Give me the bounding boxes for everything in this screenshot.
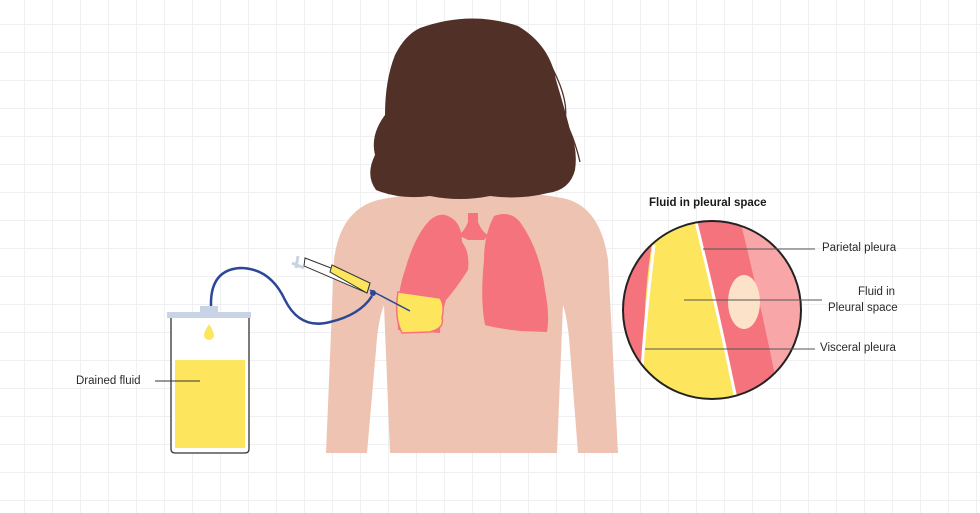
hair [370,18,581,200]
inset-title: Fluid in pleural space [649,197,767,209]
label-drained-fluid: Drained fluid [76,375,141,387]
collection-jar [155,306,251,454]
drain-tube [209,266,374,325]
syringe [291,255,411,312]
torso [326,190,618,453]
label-visceral-pleura: Visceral pleura [820,342,896,354]
label-parietal-pleura: Parietal pleura [822,242,897,254]
lungs [395,213,549,334]
label-fluid-line2: Pleural space [828,302,898,314]
label-fluid-line1: Fluid in [858,286,896,298]
pleural-inset [622,220,822,400]
